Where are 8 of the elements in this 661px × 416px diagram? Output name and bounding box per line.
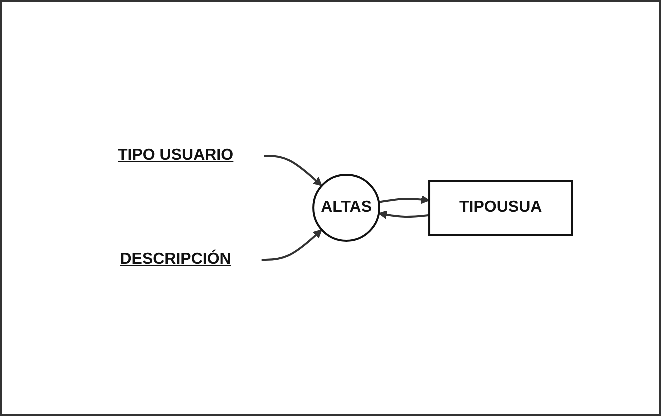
node-text: TIPO USUARIO: [118, 147, 234, 164]
node-text: DESCRIPCIÓN: [120, 251, 232, 268]
arrow: [379, 210, 430, 220]
node-box: TIPOUSUA: [428, 180, 574, 236]
node-circle: ALTAS: [312, 174, 381, 242]
arrow: [264, 155, 323, 186]
arrow: [262, 230, 323, 261]
arrow: [379, 195, 430, 204]
